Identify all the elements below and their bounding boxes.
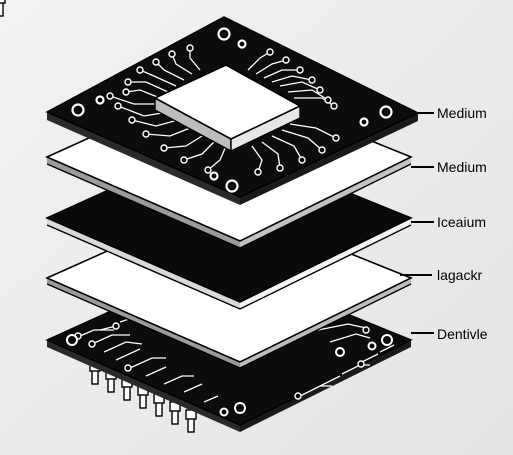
connector-pins [0, 0, 197, 433]
label-row-1: Medium [418, 105, 487, 121]
label-4: lagackr [437, 267, 482, 283]
label-2: Medium [437, 159, 487, 175]
processor-chip [153, 64, 302, 153]
label-row-2: Medium [411, 159, 487, 175]
label-row-3: Iceaium [411, 214, 486, 230]
labels-group: Medium Medium Iceaium lagackr Dentivle [400, 105, 488, 342]
label-3: Iceaium [437, 214, 486, 230]
label-row-4: lagackr [400, 267, 482, 283]
label-row-5: Dentivle [411, 326, 488, 342]
top-pcb-layer [45, 16, 420, 205]
label-1: Medium [437, 105, 487, 121]
label-5: Dentivle [437, 326, 488, 342]
